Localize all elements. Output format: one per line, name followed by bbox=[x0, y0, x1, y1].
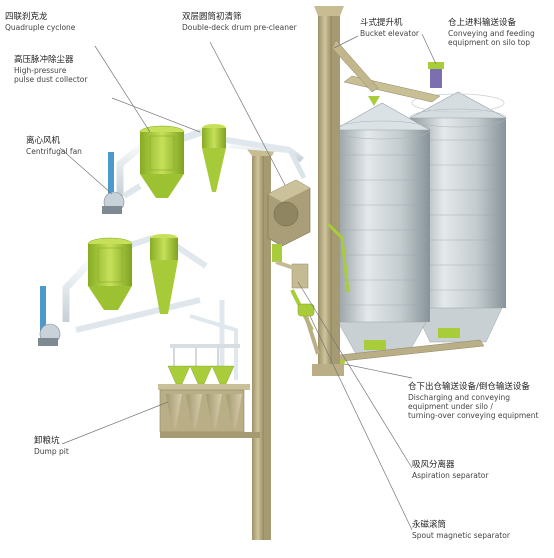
label-dust-collector-zh: 高压脉冲除尘器 bbox=[14, 55, 74, 65]
dump-pit bbox=[158, 344, 260, 438]
label-under-silo-conveying-zh: 仓下出仓输送设备/倒仓输送设备 bbox=[408, 382, 530, 392]
leader-lines bbox=[59, 33, 437, 531]
label-dust-collector: 高压脉冲除尘器 High-pressure pulse dust collect… bbox=[14, 55, 87, 84]
lower-duct bbox=[62, 235, 208, 333]
label-centrifugal-fan-en: Centrifugal fan bbox=[26, 146, 82, 156]
label-aspiration-separator-en: Aspiration separator bbox=[412, 470, 489, 480]
label-under-silo-conveying-en2: equipment under silo / bbox=[408, 402, 493, 411]
centrifugal-fan-upper bbox=[102, 152, 142, 214]
spout-magnetic-separator bbox=[297, 303, 320, 355]
label-quadruple-cyclone-zh: 四联刹克龙 bbox=[5, 12, 48, 22]
label-drum-cleaner: 双层圆筒初清筛 Double-deck drum pre-cleaner bbox=[182, 12, 297, 32]
label-bucket-elevator-en: Bucket elevator bbox=[360, 28, 419, 38]
label-magnetic-separator-en: Spout magnetic separator bbox=[412, 530, 510, 540]
quadruple-cyclone-lower bbox=[150, 234, 178, 314]
drum-pre-cleaner bbox=[267, 179, 311, 262]
label-drum-cleaner-zh: 双层圆筒初清筛 bbox=[182, 12, 242, 22]
label-drum-cleaner-en: Double-deck drum pre-cleaner bbox=[182, 22, 297, 32]
label-under-silo-conveying: 仓下出仓输送设备/倒仓输送设备 Discharging and conveyin… bbox=[408, 382, 538, 421]
label-dump-pit-en: Dump pit bbox=[34, 446, 69, 456]
dust-collector bbox=[139, 125, 185, 198]
bucket-elevator-main bbox=[312, 6, 379, 376]
label-magnetic-separator: 永磁滚筒 Spout magnetic separator bbox=[412, 520, 510, 540]
label-centrifugal-fan-zh: 离心风机 bbox=[26, 136, 61, 146]
label-quadruple-cyclone: 四联刹克龙 Quadruple cyclone bbox=[5, 12, 75, 32]
silo-left bbox=[332, 102, 432, 355]
label-silo-top-conveying-en2: equipment on silo top bbox=[448, 38, 531, 47]
label-silo-top-conveying-zh: 仓上进料输送设备 bbox=[448, 18, 517, 28]
label-magnetic-separator-zh: 永磁滚筒 bbox=[412, 520, 447, 530]
label-quadruple-cyclone-en: Quadruple cyclone bbox=[5, 22, 76, 32]
label-silo-top-conveying-en1: Conveying and feeding bbox=[448, 28, 535, 38]
label-dump-pit: 卸粮坑 Dump pit bbox=[34, 436, 69, 456]
label-aspiration-separator: 吸风分离器 Aspiration separator bbox=[412, 460, 488, 480]
label-under-silo-conveying-en1: Discharging and conveying bbox=[408, 392, 510, 402]
centrifugal-fan-lower bbox=[38, 286, 61, 346]
label-silo-top-conveying: 仓上进料输送设备 Conveying and feeding equipment… bbox=[448, 18, 535, 47]
label-centrifugal-fan: 离心风机 Centrifugal fan bbox=[26, 136, 82, 156]
label-dust-collector-en1: High-pressure bbox=[14, 65, 67, 75]
label-under-silo-conveying-en3: turning-over conveying equipment bbox=[408, 411, 539, 421]
label-dust-collector-en2: pulse dust collector bbox=[14, 75, 88, 84]
dust-collector-lower bbox=[87, 237, 133, 310]
label-dump-pit-zh: 卸粮坑 bbox=[34, 436, 60, 446]
label-bucket-elevator-zh: 斗式提升机 bbox=[360, 18, 403, 28]
label-bucket-elevator: 斗式提升机 Bucket elevator bbox=[360, 18, 419, 38]
cyclone-single bbox=[202, 124, 226, 192]
label-aspiration-separator-zh: 吸风分离器 bbox=[412, 460, 455, 470]
